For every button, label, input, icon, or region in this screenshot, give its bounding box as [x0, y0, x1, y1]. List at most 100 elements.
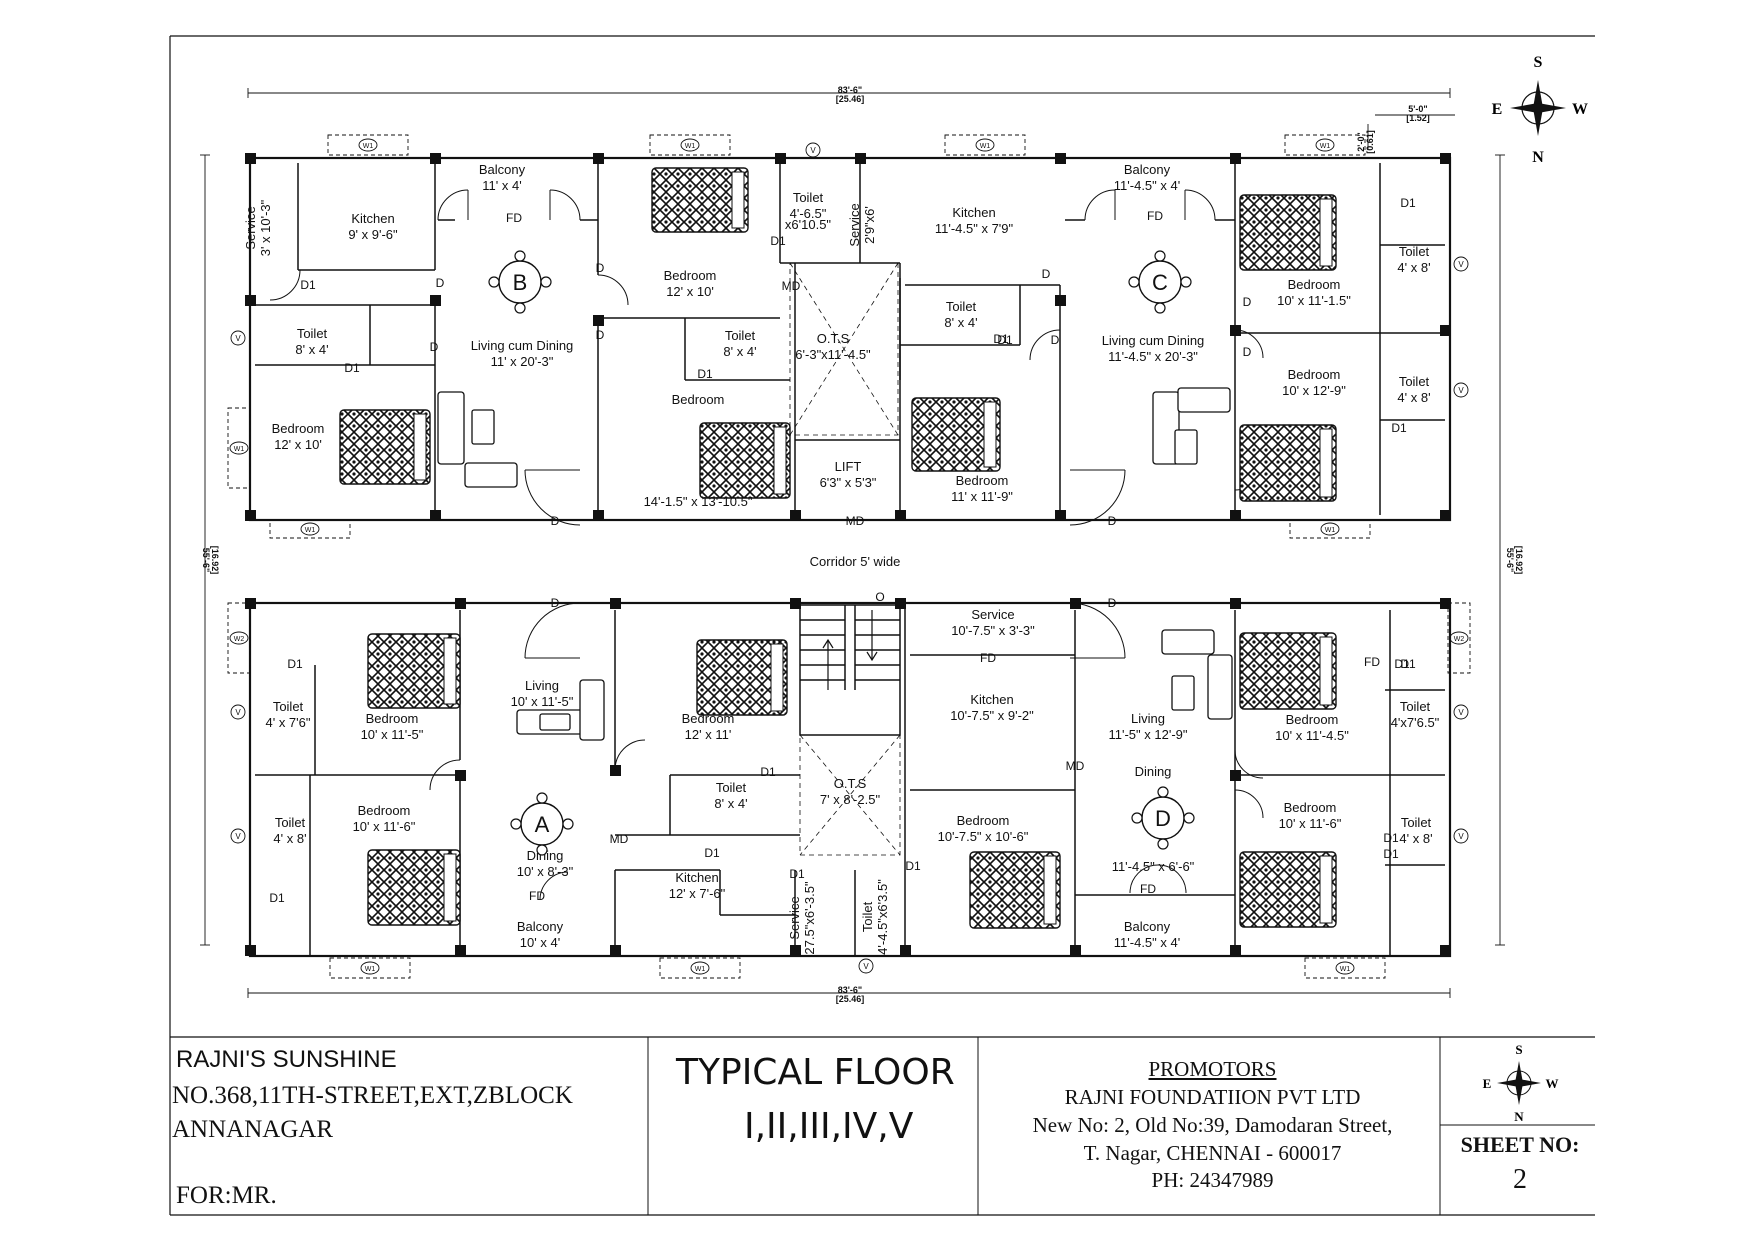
room-name: Bedroom — [664, 268, 717, 283]
door-tag: FD — [1364, 655, 1380, 669]
compass-n: N — [1532, 149, 1544, 166]
project-name: RAJNI'S SUNSHINE — [176, 1046, 397, 1073]
room-size: 11' x 20'-3" — [491, 354, 554, 369]
room-name: O.T.S — [817, 331, 850, 346]
room-name: Service — [847, 203, 862, 246]
room-name: Dining — [1135, 764, 1172, 779]
room-name: Dining — [527, 848, 564, 863]
project-address-line2: ANNANAGAR — [172, 1116, 334, 1143]
door-tag: O — [875, 590, 884, 604]
door-tag: D — [436, 276, 445, 290]
room-name: Service — [971, 607, 1014, 622]
door-tag: D — [596, 328, 605, 342]
unit-letter: B — [513, 270, 528, 295]
corner-depth-metric: [0.61] — [1365, 130, 1375, 154]
room-size: 4' x 8' — [1397, 390, 1430, 405]
window-tag: W1 — [980, 143, 991, 150]
door-tag: D — [1042, 267, 1051, 281]
door-tag: D1 — [287, 657, 303, 671]
room-size: 8' x 4' — [944, 315, 977, 330]
door-tag: D — [1243, 345, 1252, 359]
company-address-line1: New No: 2, Old No:39, Damodaran Street, — [1032, 1113, 1393, 1137]
vent-tag: V — [1458, 832, 1464, 841]
door-tag: D — [1243, 295, 1252, 309]
room-size: 10' x 11'-6" — [1279, 816, 1342, 831]
room-size: 3' x 10'-3" — [258, 199, 273, 256]
room-name: Toilet — [716, 780, 747, 795]
stair-arrows — [822, 610, 878, 690]
room-size: 6'-3"x11'-4.5" — [795, 347, 871, 362]
room-size: 12' x 10' — [274, 437, 322, 452]
window-tag: W2 — [1454, 636, 1465, 643]
room-name: Living — [525, 678, 559, 693]
door-tag: MD — [782, 279, 801, 293]
room-size: 11'-4.5" x 7'9" — [935, 221, 1014, 236]
room-size: 6'3" x 5'3" — [820, 475, 877, 490]
room-name: Toilet — [1399, 244, 1430, 259]
room-size: 8' x 4' — [295, 342, 328, 357]
room-size: 10' x 11'-4.5" — [1275, 728, 1349, 743]
beds — [339, 167, 1337, 929]
door-tag: D1 — [905, 859, 921, 873]
drawing-title: TYPICAL FLOOR — [676, 1052, 955, 1093]
room-name: Bedroom — [1288, 367, 1341, 382]
sheet-border — [169, 35, 1595, 1216]
window-tag: W2 — [234, 636, 245, 643]
overall-width-bottom-metric: [25.46] — [836, 994, 865, 1004]
room-size: 8' x 4' — [714, 796, 747, 811]
door-tag: D1 — [697, 367, 713, 381]
overall-depth-left-metric: [16.92] — [210, 546, 220, 575]
room-name: Toilet — [1399, 374, 1430, 389]
door-tag: D — [1051, 333, 1060, 347]
room-size: 10'-7.5" x 10'-6" — [938, 829, 1029, 844]
room-size: 4'-6.5" — [790, 206, 827, 221]
door-tag: MD — [1066, 759, 1085, 773]
overall-width-top: 83'-6" — [838, 85, 862, 95]
overall-depth-right: 55'-6" — [1505, 548, 1515, 572]
door-tag: FD — [1140, 882, 1156, 896]
room-name: Bedroom — [358, 803, 411, 818]
door-tag: D — [551, 596, 560, 610]
room-name: Bedroom — [272, 421, 325, 436]
room-size: 4' x 8' — [273, 831, 306, 846]
corridor-label: Corridor 5' wide — [810, 554, 901, 569]
window-tag: W1 — [365, 966, 376, 973]
room-name: Kitchen — [351, 211, 394, 226]
window-tag: W1 — [685, 143, 696, 150]
room-name: Toilet — [725, 328, 756, 343]
structural-columns — [245, 153, 1451, 956]
room-size: x6'10.5" — [785, 217, 832, 232]
door-tag: D — [1108, 514, 1117, 528]
window-tag: W1 — [1325, 527, 1336, 534]
room-name: Toilet — [297, 326, 328, 341]
door-tag: D1 — [789, 867, 805, 881]
vent-tag: V — [810, 146, 816, 155]
room-name: Bedroom — [672, 392, 725, 407]
room-name: Living cum Dining — [1102, 333, 1205, 348]
promotors-heading: PROMOTORS — [1148, 1057, 1277, 1081]
door-tag: D1 — [344, 361, 360, 375]
room-size: 4'-4.5"x6'3.5" — [875, 879, 890, 955]
room-size: 10' x 4' — [520, 935, 560, 950]
door-tag: D1 — [1400, 657, 1416, 671]
sheet-number: 2 — [1513, 1164, 1527, 1195]
compass-small-n: N — [1514, 1109, 1524, 1124]
room-size: 10' x 11'-5" — [511, 694, 574, 709]
door-tag: D1 — [704, 846, 720, 860]
door-tag: D1 — [1383, 847, 1399, 861]
room-size: 27.5"x6'-3.5" — [802, 881, 817, 955]
compass-rose-titleblock: S E W N — [1483, 1042, 1559, 1124]
room-size: 12' x 10' — [666, 284, 714, 299]
room-name: Balcony — [1124, 919, 1171, 934]
company-address-line2: T. Nagar, CHENNAI - 600017 — [1083, 1141, 1342, 1165]
door-swings — [269, 189, 1264, 901]
window-tag: W1 — [1320, 143, 1331, 150]
door-tag: FD — [529, 889, 545, 903]
dining-tables — [437, 387, 1233, 741]
door-tag: MD — [610, 832, 629, 846]
door-tag: D1 — [1400, 196, 1416, 210]
door-tag: D1 — [997, 333, 1013, 347]
compass-s: S — [1534, 54, 1543, 71]
company-phone: PH: 24347989 — [1151, 1168, 1274, 1192]
